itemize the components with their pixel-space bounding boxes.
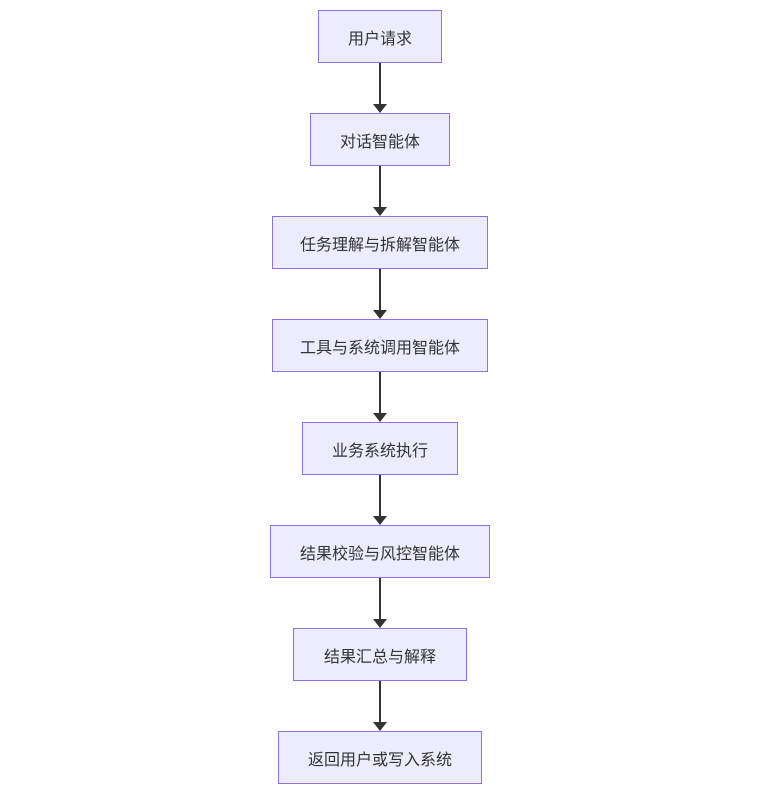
flow-arrow <box>373 269 387 319</box>
flow-node-tool-system-call-agent: 工具与系统调用智能体 <box>272 319 488 372</box>
flow-node-user-request: 用户请求 <box>318 10 442 63</box>
flow-node-business-system-execution: 业务系统执行 <box>302 422 458 475</box>
flow-node-label: 用户请求 <box>347 30 412 48</box>
arrow-down-icon <box>373 722 387 731</box>
flow-node-result-summary-explanation: 结果汇总与解释 <box>293 628 467 681</box>
arrow-line <box>379 63 381 104</box>
arrow-down-icon <box>373 516 387 525</box>
flow-node-label: 工具与系统调用智能体 <box>299 339 460 357</box>
flow-node-label: 任务理解与拆解智能体 <box>299 236 460 254</box>
flow-node-result-validation-risk-control-agent: 结果校验与风控智能体 <box>270 525 490 578</box>
flow-node-label: 业务系统执行 <box>331 442 428 460</box>
flow-arrow <box>373 681 387 731</box>
arrow-line <box>379 578 381 619</box>
flow-node-label: 结果校验与风控智能体 <box>299 545 460 563</box>
flow-arrow <box>373 578 387 628</box>
arrow-line <box>379 269 381 310</box>
arrow-line <box>379 475 381 516</box>
flow-node-label: 返回用户或写入系统 <box>307 751 452 769</box>
flow-arrow <box>373 372 387 422</box>
arrow-down-icon <box>373 310 387 319</box>
flow-node-label: 对话智能体 <box>339 133 420 151</box>
flow-arrow <box>373 63 387 113</box>
arrow-line <box>379 681 381 722</box>
flow-node-task-understanding-decomposition-agent: 任务理解与拆解智能体 <box>272 216 488 269</box>
arrow-line <box>379 372 381 413</box>
flow-node-label: 结果汇总与解释 <box>323 648 436 666</box>
arrow-down-icon <box>373 619 387 628</box>
arrow-down-icon <box>373 104 387 113</box>
arrow-down-icon <box>373 413 387 422</box>
arrow-down-icon <box>373 207 387 216</box>
flow-arrow <box>373 166 387 216</box>
arrow-line <box>379 166 381 207</box>
flow-node-return-user-or-write-system: 返回用户或写入系统 <box>278 731 482 784</box>
flow-arrow <box>373 475 387 525</box>
flow-node-dialog-agent: 对话智能体 <box>310 113 450 166</box>
